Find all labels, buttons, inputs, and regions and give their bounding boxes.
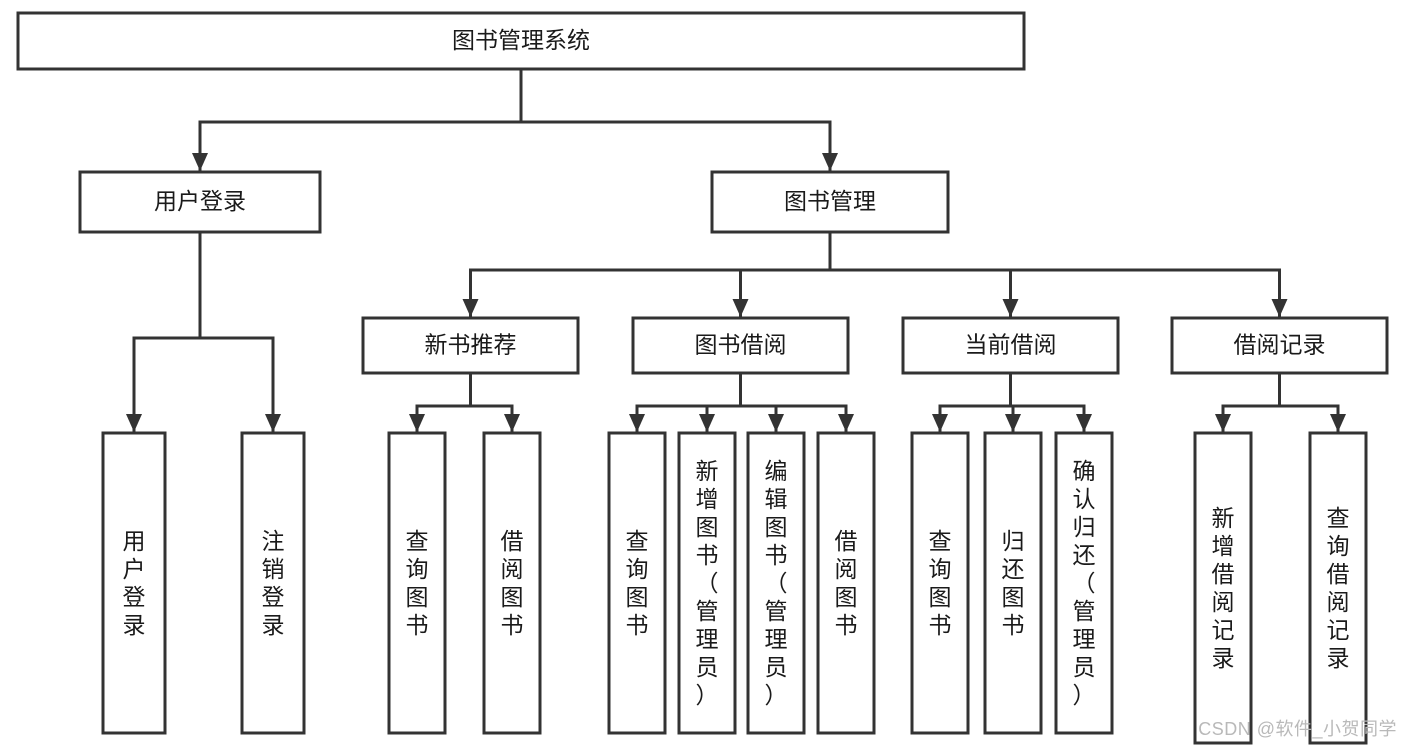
node-label: 借阅记录 — [1234, 332, 1326, 358]
node-leaf-8[interactable]: 查询图书 — [910, 431, 970, 735]
node-leaf-1[interactable]: 注销登录 — [240, 431, 306, 735]
node-label: 新增借阅记录 — [1212, 505, 1235, 671]
node-leaf-9[interactable]: 归还图书 — [983, 431, 1043, 735]
node-leaf-11[interactable]: 新增借阅记录 — [1193, 431, 1253, 745]
node-rect — [1170, 316, 1389, 375]
node-label: 图书管理系统 — [452, 27, 590, 53]
arrow-head-icon — [838, 414, 854, 432]
node-rect — [361, 316, 580, 375]
arrow-head-icon — [822, 153, 838, 171]
node-level2-1[interactable]: 图书借阅 — [631, 316, 850, 375]
node-rect — [983, 431, 1043, 735]
arrow-head-icon — [409, 414, 425, 432]
arrow-head-icon — [462, 299, 479, 317]
node-label: 查询借阅记录 — [1327, 505, 1350, 671]
arrow-head-icon — [192, 153, 208, 171]
arrow-head-icon — [732, 299, 749, 317]
arrow-head-icon — [1330, 414, 1346, 432]
node-level1-0[interactable]: 用户登录 — [78, 170, 322, 234]
arrow-head-icon — [768, 414, 784, 432]
csdn-watermark: CSDN @软件_小贺同学 — [1198, 719, 1397, 739]
connector-lines — [126, 67, 1346, 434]
node-rect — [101, 431, 167, 735]
arrow-head-icon — [265, 414, 281, 432]
node-rect — [16, 11, 1026, 71]
node-leaf-0[interactable]: 用户登录 — [101, 431, 167, 735]
node-label: 归还图书 — [1002, 528, 1025, 638]
node-rect — [1308, 431, 1368, 745]
node-rect — [1193, 431, 1253, 745]
node-rect — [607, 431, 667, 735]
node-label: 注销登录 — [262, 528, 285, 638]
node-leaf-5[interactable]: 新增图书（管理员） — [677, 431, 737, 735]
node-rect — [482, 431, 542, 735]
node-label: 图书借阅 — [695, 332, 787, 358]
arrow-head-icon — [699, 414, 715, 432]
arrow-head-icon — [1002, 299, 1019, 317]
node-label: 图书管理 — [784, 188, 876, 214]
node-rect — [816, 431, 876, 735]
node-leaf-3[interactable]: 借阅图书 — [482, 431, 542, 735]
node-rect — [1054, 431, 1114, 735]
node-rect — [240, 431, 306, 735]
node-leaf-12[interactable]: 查询借阅记录 — [1308, 431, 1368, 745]
node-rect — [677, 431, 737, 735]
node-leaf-4[interactable]: 查询图书 — [607, 431, 667, 735]
node-rect — [78, 170, 322, 234]
node-level2-3[interactable]: 借阅记录 — [1170, 316, 1389, 375]
node-leaf-2[interactable]: 查询图书 — [387, 431, 447, 735]
arrow-head-icon — [629, 414, 645, 432]
arrow-head-icon — [1215, 414, 1231, 432]
node-rect — [910, 431, 970, 735]
node-label: 确认归还（管理员） — [1073, 458, 1096, 708]
node-level1-1[interactable]: 图书管理 — [710, 170, 950, 234]
node-label: 借阅图书 — [501, 528, 524, 638]
node-root-图书管理系统[interactable]: 图书管理系统 — [16, 11, 1026, 71]
node-label: 新书推荐 — [425, 332, 517, 358]
arrow-head-icon — [504, 414, 520, 432]
node-label: 查询图书 — [406, 528, 429, 638]
node-label: 用户登录 — [154, 188, 246, 214]
node-rect — [901, 316, 1120, 375]
node-boxes: 图书管理系统用户登录图书管理新书推荐图书借阅当前借阅借阅记录用户登录注销登录查询… — [16, 11, 1389, 745]
node-label: 查询图书 — [626, 528, 649, 638]
node-rect — [631, 316, 850, 375]
node-leaf-7[interactable]: 借阅图书 — [816, 431, 876, 735]
node-level2-0[interactable]: 新书推荐 — [361, 316, 580, 375]
node-rect — [746, 431, 806, 735]
node-leaf-10[interactable]: 确认归还（管理员） — [1054, 431, 1114, 735]
arrow-head-icon — [932, 414, 948, 432]
node-label: 编辑图书（管理员） — [765, 458, 788, 708]
arrow-head-icon — [1005, 414, 1021, 432]
arrow-head-icon — [126, 414, 142, 432]
node-leaf-6[interactable]: 编辑图书（管理员） — [746, 431, 806, 735]
node-rect — [710, 170, 950, 234]
node-label: 查询图书 — [929, 528, 952, 638]
node-label: 新增图书（管理员） — [696, 458, 719, 708]
node-rect — [387, 431, 447, 735]
arrow-head-icon — [1076, 414, 1092, 432]
node-level2-2[interactable]: 当前借阅 — [901, 316, 1120, 375]
node-label: 当前借阅 — [965, 332, 1057, 358]
node-label: 借阅图书 — [835, 528, 858, 638]
node-label: 用户登录 — [123, 528, 146, 638]
arrow-head-icon — [1271, 299, 1288, 317]
